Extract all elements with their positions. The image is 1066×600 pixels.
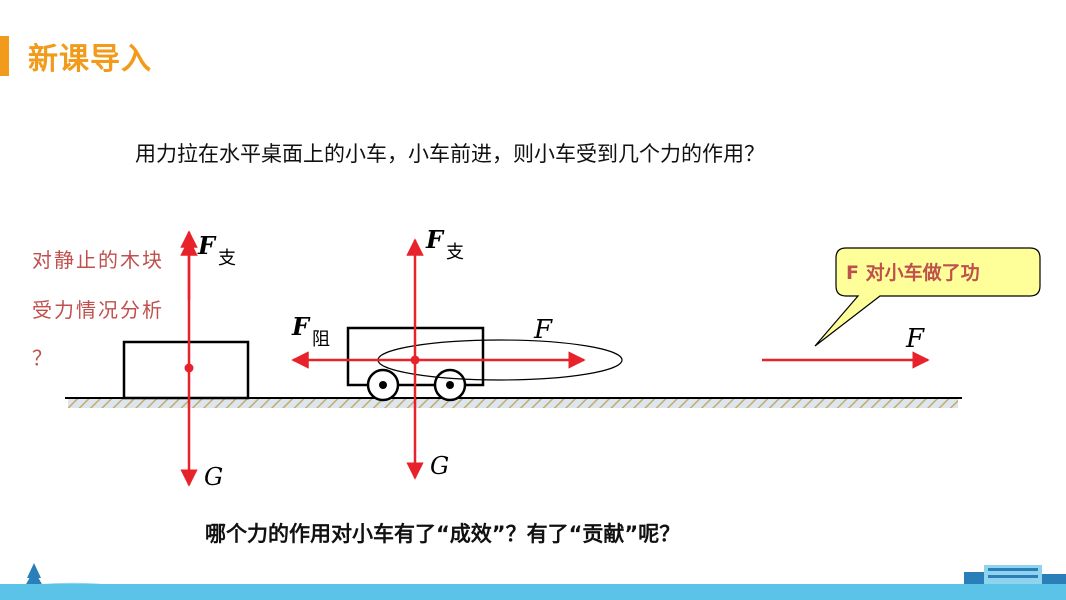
cart-pull-label: F — [533, 315, 553, 345]
question-text: 用力拉在水平桌面上的小车，小车前进，则小车受到几个力的作用？ — [135, 142, 765, 166]
cart-resistance-label: F — [291, 312, 311, 341]
footer-band — [0, 584, 1066, 600]
block-gravity-label: G — [204, 463, 223, 491]
side-note-line-1: 对静止的木块 — [32, 248, 164, 272]
side-note-line-2: 受力情况分析 — [32, 298, 164, 322]
cart-gravity-label: G — [430, 452, 449, 480]
building-icon — [964, 565, 1066, 587]
cart-center-dot — [410, 355, 420, 365]
block-support-label: F — [197, 231, 217, 260]
page-title: 新课导入 — [28, 42, 152, 77]
block-center-dot — [184, 363, 194, 373]
title-accent-bar — [0, 36, 9, 76]
cart-resistance-sub: 阻 — [312, 329, 330, 350]
isolated-pull-label: F — [905, 324, 925, 354]
callout-text: F 对小车做了功 — [846, 261, 980, 284]
cart-support-label: F — [425, 225, 445, 254]
block-support-sub: 支 — [218, 248, 236, 269]
ground-hatch — [68, 399, 958, 408]
callout-bubble — [814, 247, 1041, 347]
side-note-line-3: ？ — [32, 346, 54, 370]
cart-support-sub: 支 — [446, 242, 464, 263]
bottom-question: 哪个力的作用对小车有了“成效”？有了“贡献”呢？ — [205, 522, 681, 546]
